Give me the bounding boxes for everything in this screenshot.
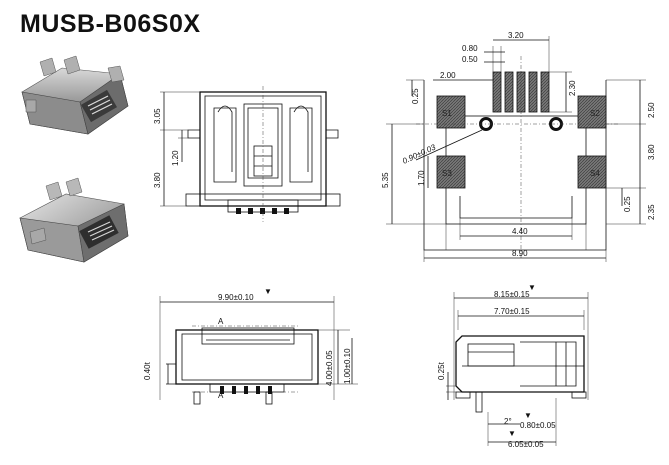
fp-dim-0-25-right: 0.25 (623, 196, 632, 212)
svg-text:S2: S2 (590, 109, 600, 118)
side-view-arrow-mid: ▼ (524, 411, 532, 420)
side-dim-pin-pitch: 6.05±0.05 (508, 440, 544, 449)
side-dim-pin-tail: 0.80±0.05 (520, 421, 556, 430)
side-dim-thickness: 0.25t (437, 361, 446, 380)
bottom-view-arrow: ▼ (264, 287, 272, 296)
bottom-dim-thickness: 0.40t (143, 361, 152, 380)
fp-dim-2-00: 2.00 (440, 71, 456, 80)
part-number-title: MUSB-B06S0X (20, 10, 201, 38)
bottom-dim-width: 9.90±0.10 (218, 293, 254, 302)
bottom-dim-height-a: 4.00±0.05 (325, 350, 334, 386)
front-dim-3-80: 3.80 (153, 172, 162, 188)
side-dim-angle: 2° (504, 417, 512, 426)
fp-dim-0-50: 0.50 (462, 55, 478, 64)
side-dim-overall: 8.15±0.15 (494, 290, 530, 299)
section-marker-top: A (218, 317, 224, 326)
fp-dim-3-20: 3.20 (508, 31, 524, 40)
fp-dim-3-80: 3.80 (647, 144, 656, 160)
side-view: 8.15±0.15 ▼ 7.70±0.15 0.25t 2° 0.80±0.05… (437, 283, 589, 449)
fp-dim-5-35: 5.35 (381, 172, 390, 188)
bottom-dim-height-b: 1.00±0.10 (343, 348, 352, 384)
connector-photo-top (21, 55, 129, 135)
front-dim-1-20: 1.20 (171, 150, 180, 166)
side-dim-body: 7.70±0.15 (494, 307, 530, 316)
fp-dim-8-90: 8.90 (512, 249, 528, 258)
pcb-footprint-view: S1 S2 S3 S4 3.20 0.80 0.50 2.00 2.30 0.2… (381, 31, 656, 262)
bottom-view: 9.90±0.10 ▼ A A 0.40t 4.00±0.05 1.00±0.1… (143, 287, 358, 405)
connector-photo-bottom (19, 177, 129, 263)
fp-dim-2-50: 2.50 (647, 102, 656, 118)
front-view: 3.05 1.20 3.80 (153, 86, 341, 222)
section-marker-bottom: A (218, 391, 224, 400)
svg-text:S3: S3 (442, 169, 452, 178)
fp-dim-2-30: 2.30 (568, 80, 577, 96)
fp-dim-0-25-top: 0.25 (411, 88, 420, 104)
side-view-arrow-top: ▼ (528, 283, 536, 292)
fp-dim-4-40: 4.40 (512, 227, 528, 236)
fp-dim-hole-diameter: 0.90±0.03 (401, 142, 438, 165)
side-view-arrow-bottom: ▼ (508, 429, 516, 438)
front-dim-3-05: 3.05 (153, 108, 162, 124)
svg-text:S1: S1 (442, 109, 452, 118)
svg-text:S4: S4 (590, 169, 600, 178)
fp-dim-1-70: 1.70 (417, 170, 426, 186)
fp-dim-0-80: 0.80 (462, 44, 478, 53)
fp-dim-2-35: 2.35 (647, 204, 656, 220)
